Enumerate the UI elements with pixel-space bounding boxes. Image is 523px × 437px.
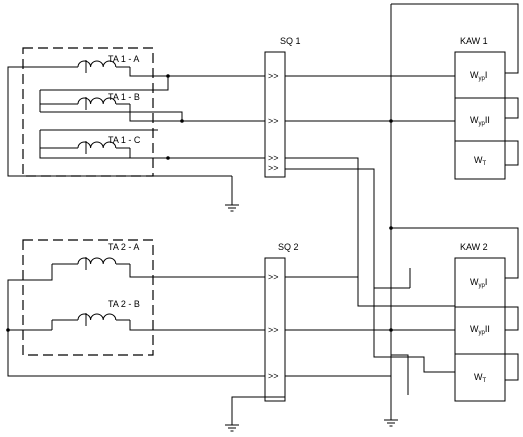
ta1-b-coil — [77, 97, 117, 105]
sq1-title: SQ 1 — [280, 36, 301, 46]
kaw1-top-return — [391, 3, 519, 74]
ta1-b-return — [40, 111, 183, 121]
ta2-b-to-sq2 — [51, 320, 265, 331]
ta2-dashed-enclosure — [22, 239, 154, 356]
sq2-block: SQ 2 >> >> >> — [225, 242, 299, 432]
kaw2-top-return — [391, 227, 519, 279]
kaw1-coil-2: WypII — [470, 115, 490, 127]
ta1-node-a — [166, 74, 170, 78]
kaw1-title: KAW 1 — [460, 36, 488, 46]
sq2-arrow-2: >> — [268, 325, 279, 335]
kaw2-coil-1: WypI — [470, 277, 487, 289]
ta1-group: TA 1 - A TA 1 - B TA 1 - C — [7, 47, 265, 177]
ta1-loop-wires — [39, 90, 168, 159]
ta1-b-to-sq1 — [129, 104, 265, 122]
ta1-node-c — [166, 156, 170, 160]
ta2-a-label: TA 2 - A — [108, 242, 139, 252]
kaw1-block: KAW 1 WypI WypII WT — [391, 3, 519, 180]
kaw2-coil-3: WT — [474, 372, 487, 384]
ta1-node-b — [180, 119, 184, 123]
kaw2-feed-wires — [391, 268, 411, 395]
kaw1-coil-3: WT — [474, 155, 487, 167]
kaw1-dividers — [455, 97, 505, 142]
kaw2-mid-loop — [505, 306, 519, 331]
sq2-ground-icon — [225, 424, 239, 432]
ta2-b-label: TA 2 - B — [108, 299, 140, 309]
sq1-out-3 — [285, 157, 455, 307]
ta1-bc-return — [40, 76, 169, 91]
ta1-c-label: TA 1 - C — [108, 135, 141, 145]
ta1-a-label: TA 1 - A — [108, 54, 139, 64]
kaw1-box — [454, 51, 506, 180]
kaw2-coil-2: WypII — [470, 324, 490, 336]
sq1-ground-icon — [225, 204, 239, 212]
sq1-box — [264, 51, 286, 178]
ta1-a-to-sq1 — [129, 67, 265, 77]
kaw2-dividers — [455, 306, 505, 355]
sq1-out-4 — [285, 168, 410, 289]
sq2-arrow-3: >> — [268, 371, 279, 381]
bus-ground-icon — [384, 419, 398, 427]
ta2-a-coil — [77, 257, 117, 265]
ta2-node-neutral — [6, 328, 10, 332]
ta1-neutral-wire — [7, 66, 232, 177]
ta1-b-label: TA 1 - B — [108, 92, 140, 102]
sq1-arrow-2: >> — [268, 116, 279, 126]
sq1-arrow-3: >> — [268, 153, 279, 163]
kaw1-mid-loop — [505, 97, 519, 119]
sq1-block: SQ 1 >> >> >> >> — [225, 36, 301, 212]
ta1-c-coil — [77, 141, 117, 149]
sq1-arrow-1: >> — [268, 71, 279, 81]
kaw2-block: KAW 2 WypI WypII WT — [454, 242, 519, 402]
ta2-a-to-sq2 — [129, 264, 265, 278]
sq2-to-kaw2-wt — [373, 288, 455, 373]
kaw2-title: KAW 2 — [460, 242, 488, 252]
kaw1-bottom-loop — [505, 140, 519, 166]
ta1-c-to-sq1 — [129, 148, 265, 159]
sq2-arrow-1: >> — [268, 272, 279, 282]
sq2-ground-lead — [231, 396, 285, 425]
ta2-group: TA 2 - A TA 2 - B — [6, 239, 265, 377]
ta2-neutral-wire — [7, 264, 265, 377]
ta1-a-coil — [77, 60, 117, 68]
kaw1-coil-1: WypI — [470, 70, 487, 82]
ta2-b-coil — [77, 313, 117, 321]
kaw2-bottom-loop — [505, 353, 519, 381]
sq1-arrow-4: >> — [268, 163, 279, 173]
sq2-title: SQ 2 — [278, 242, 299, 252]
